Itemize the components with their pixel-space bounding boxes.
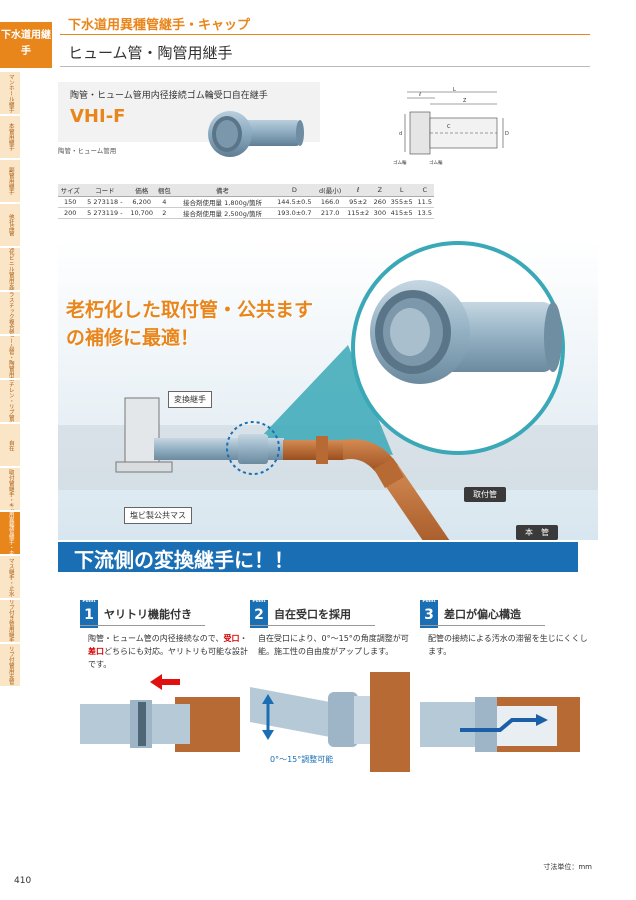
table-cell: 300 [372,207,388,219]
table-cell: 5 273118 - [82,196,128,208]
sidebar-tab[interactable]: リブ付管用支管 [0,644,20,686]
point2-image [250,672,410,772]
table-cell: 13.5 [415,207,434,219]
product-code: VHI-F [70,106,126,127]
table-cell: 166.0 [316,196,345,208]
unit-note: 寸法単位：mm [543,863,592,871]
table-cell: 150 [58,196,83,208]
point2-title: 自在受口を採用 [274,608,351,621]
page-title: ヒューム管・陶管用継手 [68,44,233,62]
table-header-cell: Z [372,184,388,197]
table-cell: 6,200 [127,196,157,208]
blue-banner [58,542,578,572]
installation-diagram [58,240,598,540]
category-title: 下水道用異種管継手・キャップ [68,18,251,33]
header-rule [60,34,590,35]
label-main-pipe: 本 管 [516,525,558,540]
svg-text:C: C [447,124,451,130]
svg-text:Z: Z [463,98,467,104]
svg-text:ゴム輪: ゴム輪 [429,159,443,166]
point3-title: 差口が偏心構造 [444,608,521,621]
table-header-cell: L [387,184,416,197]
sidebar-tab[interactable]: 強化プラスチック複合管用支管 [0,292,20,334]
sidebar-tab[interactable]: マンホール継手 [0,72,20,114]
title-rule [60,66,590,67]
sidebar-tab[interactable]: 下水道用異種管継手・キャップ [0,512,20,554]
sidebar-tab[interactable]: 本管用継手 [0,116,20,158]
product-photo [208,111,304,157]
point1-title: ヤリトリ機能付き [104,608,192,621]
table-header-cell: 価格 [127,184,157,197]
sidebar-tab[interactable]: リブ付き管用継手 [0,600,20,642]
table-cell: 200 [58,207,83,219]
svg-text:D: D [505,131,509,137]
table-cell: 115±2 [344,207,373,219]
sidebar-tab[interactable]: 副管用継手 [0,160,20,202]
label-joint: 変換継手 [168,391,212,408]
product-subtitle: 陶管・ヒューム管用内径接続ゴム輪受口自在継手 [70,91,268,101]
sidebar-tabs: マンホール継手本管用継手副管用継手他社品管塩化ビニル管用支管強化プラスチック複合… [0,72,20,688]
sidebar-header: 下水道用継手 [0,22,52,68]
banner-text: 下流側の変換継手に！！ [74,548,294,572]
table-cell: 4 [156,196,173,208]
svg-text:L: L [453,87,456,93]
table-cell: 415±5 [387,207,416,219]
table-header-cell: 備考 [172,184,273,197]
svg-text:ゴム輪: ゴム輪 [393,159,407,166]
table-cell: 95±2 [344,196,373,208]
point1-text: 陶管・ヒューム管の内径接続なので、受口・差口どちらにも対応。ヤリトリも可能な設計… [88,634,248,669]
label-public-basin: 塩ビ製公共マス [124,507,192,524]
table-cell: 260 [372,196,388,208]
sidebar-tab[interactable]: 塩化ビニル管用支管 [0,248,20,290]
table-cell: 355±5 [387,196,416,208]
table-header-cell: コード [82,184,128,197]
table-cell: 10,700 [127,207,157,219]
table-header-cell: d(最小) [316,184,345,197]
point2-rule [250,625,375,626]
point1-rule [80,625,205,626]
table-cell: 接合剤使用量 1,800g/箇所 [172,196,273,208]
sidebar-tab[interactable]: ポリエチレン・リブ管用支管 [0,380,20,422]
sidebar-tab[interactable]: 他社品管 [0,204,20,246]
point3-image [420,697,580,752]
page-number: 410 [14,876,32,886]
table-cell: 2 [156,207,173,219]
point1-image [80,674,240,752]
sidebar-tab[interactable]: 止水・取付管継手・キャップ [0,468,20,510]
table-header-cell: D [272,184,317,197]
point2-text: 自在受口により、0°～15°の角度調整が可能。施工性の自由度がアップします。 [258,634,409,656]
technical-drawing: ℓ L Z C D d ゴム輪 ゴム輪 [393,87,509,166]
table-cell: 11.5 [415,196,434,208]
table-cell: 接合剤使用量 2,500g/箇所 [172,207,273,219]
sidebar-tab[interactable]: 自在 [0,424,20,466]
table-header-cell: サイズ [58,184,83,197]
point3-rule [420,625,545,626]
svg-text:ℓ: ℓ [418,92,421,98]
table-header-cell: ℓ [344,184,373,197]
table-cell: 217.0 [316,207,345,219]
diagram-headline: 老朽化した取付管・公共ます の補修に最適！ [66,299,314,349]
label-branch-pipe: 取付管 [464,487,506,502]
table-header-cell: C [415,184,434,197]
joint-closeup [370,280,562,384]
sidebar-tab[interactable]: ヒューム管・陶管用支管 [0,336,20,378]
table-cell: 5 273119 - [82,207,128,219]
table-header-cell: 梱包 [156,184,173,197]
table-cell: 144.5±0.5 [272,196,317,208]
sidebar-tab[interactable]: マス継手・止水 [0,556,20,598]
point2-caption: 0°～15°調整可能 [270,755,334,764]
table-cell: 193.0±0.7 [272,207,317,219]
product-note: 陶管・ヒューム管用 [58,147,117,155]
point3-text: 配管の接続による汚水の滞留を生じにくくします。 [428,634,588,656]
svg-text:d: d [399,131,402,137]
